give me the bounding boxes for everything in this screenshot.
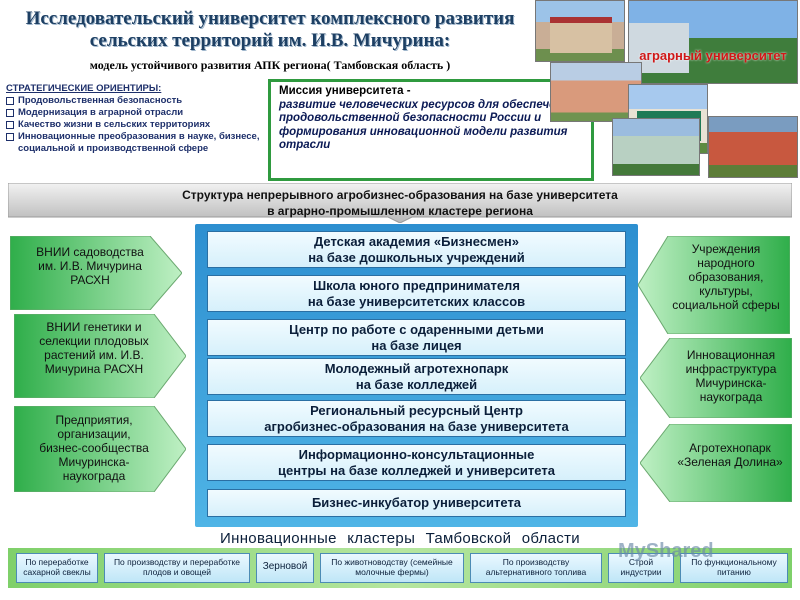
education-block: Бизнес-инкубатор университета [207, 489, 626, 517]
right-partner-arrow: Агротехнопарк «Зеленая Долина» [640, 424, 792, 502]
strategic-heading: СТРАТЕГИЧЕСКИЕ ОРИЕНТИРЫ: [6, 83, 162, 94]
structure-line2: в аграрно-промышленном кластере региона [267, 204, 533, 218]
partner-label: Предприятия, организации, бизнес-сообщес… [39, 413, 149, 483]
strategic-list: Продовольственная безопасность Модерниза… [6, 95, 264, 155]
cluster-item: По переработке сахарной свеклы [16, 553, 98, 583]
education-structure-panel: Детская академия «Бизнесмен»на базе дошк… [195, 224, 638, 527]
checkbox-icon [6, 97, 14, 105]
mission-text: развитие человеческих ресурсов для обесп… [279, 98, 577, 152]
mission-box: Миссия университета - развитие человечес… [268, 79, 594, 181]
campus-photo: аграрный университет [628, 0, 798, 84]
strategic-item: Качество жизни в сельских территориях [6, 119, 264, 131]
right-partner-arrow: Учреждения народного образования, культу… [638, 236, 790, 334]
strategic-item: Продовольственная безопасность [6, 95, 264, 107]
cluster-item: По производству альтернативного топлива [470, 553, 602, 583]
campus-photo [535, 0, 625, 62]
partner-label: ВНИИ генетики и селекции плодовых растен… [39, 320, 149, 376]
partner-label: Учреждения народного образования, культу… [672, 242, 780, 312]
campus-photo [550, 62, 642, 122]
checkbox-icon [6, 133, 14, 141]
mission-heading: Миссия университета - [279, 85, 411, 97]
partner-label: Инновационная инфраструктура Мичуринска-… [685, 348, 777, 404]
clusters-title: Инновационные кластеры Тамбовской област… [220, 530, 580, 547]
strategic-orientations: СТРАТЕГИЧЕСКИЕ ОРИЕНТИРЫ: Продовольствен… [6, 83, 264, 179]
page-title: Исследовательский университет комплексно… [25, 8, 515, 51]
cluster-item: По животноводству (семейные молочные фер… [320, 553, 464, 583]
education-block: Детская академия «Бизнесмен»на базе дошк… [207, 231, 626, 268]
campus-photo [708, 116, 798, 178]
cluster-item: Строй индустрии [608, 553, 674, 583]
partner-label: Агротехнопарк «Зеленая Долина» [677, 441, 783, 469]
banner-shape [8, 183, 792, 223]
checkbox-icon [6, 121, 14, 129]
left-partner-arrow: ВНИИ садоводства им. И.В. Мичурина РАСХН [10, 236, 182, 310]
structure-line1: Структура непрерывного агробизнес-образо… [182, 188, 618, 202]
checkbox-icon [6, 109, 14, 117]
right-partner-arrow: Инновационная инфраструктура Мичуринска-… [640, 338, 792, 418]
watermark-logo: MyShared [618, 540, 714, 562]
photo-caption: аграрный университет [639, 48, 787, 63]
cluster-item: По производству и переработке плодов и о… [104, 553, 250, 583]
cluster-item: По функциональному питанию [680, 553, 788, 583]
strategic-item: Инновационные преобразования в науке, би… [6, 131, 264, 155]
left-partner-arrow: Предприятия, организации, бизнес-сообщес… [14, 406, 186, 492]
page-subtitle: модель устойчивого развития АПК региона(… [89, 58, 451, 72]
left-partner-arrow: ВНИИ генетики и селекции плодовых растен… [14, 314, 186, 398]
campus-photo [612, 118, 700, 176]
partner-label: ВНИИ садоводства им. И.В. Мичурина РАСХН [36, 245, 144, 287]
cluster-item: Зерновой [256, 553, 314, 583]
strategic-item: Модернизация в аграрной отрасли [6, 107, 264, 119]
structure-banner: Структура непрерывного агробизнес-образо… [8, 183, 792, 223]
